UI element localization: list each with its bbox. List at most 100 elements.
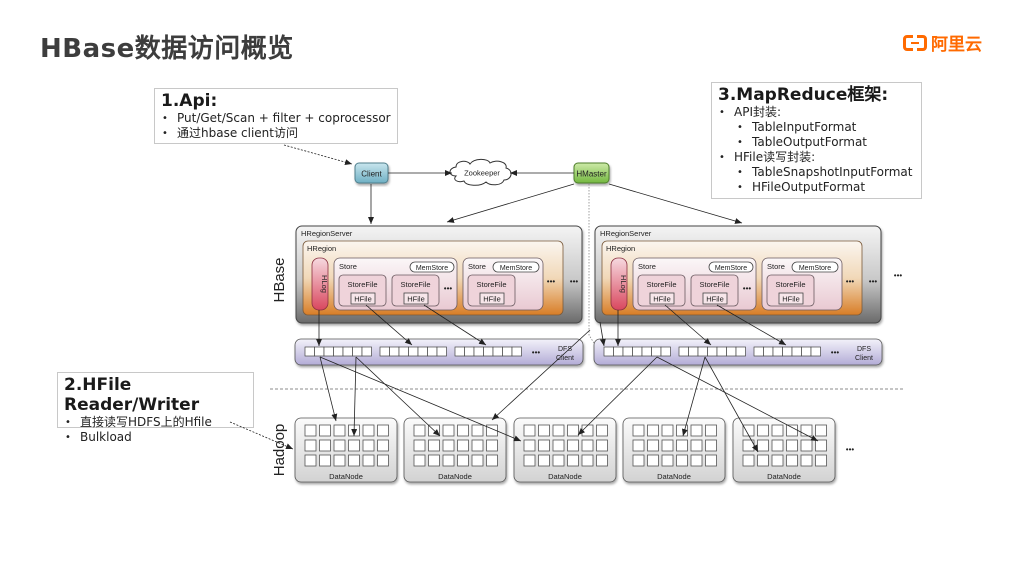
hfile-label: HFile: [354, 295, 372, 304]
datanode-block: [771, 454, 784, 467]
block-cell: [483, 346, 494, 357]
region-label: HRegion: [606, 244, 635, 253]
datanode-block: [442, 424, 455, 437]
block-cell: [379, 346, 390, 357]
more-blocks-ellipsis: •••: [532, 348, 541, 357]
storefile-box: [690, 274, 739, 307]
hfile-note: 2.HFile Reader/Writer 直接读写HDFS上的Hfile Bu…: [57, 372, 254, 445]
block-cell: [408, 346, 419, 357]
datanode-block: [786, 454, 798, 467]
dfs-client-box: [294, 338, 584, 366]
dfs-to-datanode-arrow: [599, 321, 606, 347]
datanode-block: [457, 424, 469, 437]
datanode-block: [552, 424, 565, 437]
store-box: [462, 257, 544, 311]
datanode-block: [428, 424, 440, 437]
hlog-box: [610, 257, 628, 311]
datanode-block: [538, 454, 550, 467]
datanode-box: [513, 417, 617, 483]
datanode-block: [815, 424, 827, 437]
hmaster-node: HMaster: [573, 162, 610, 184]
hmaster-label: HMaster: [576, 170, 607, 179]
datanode-block: [690, 424, 703, 437]
mapreduce-note-subitem: TableInputFormat: [718, 120, 915, 135]
dfs-to-datanode-arrow: [351, 356, 358, 437]
block-cell: [791, 346, 802, 357]
dfs-client-label: Client: [556, 355, 574, 362]
datanode-block: [757, 424, 769, 437]
datanode-block: [771, 424, 784, 437]
block-cell: [753, 346, 764, 357]
datanode: DataNode: [513, 417, 617, 483]
region-box: [601, 240, 863, 316]
storefile-label: StoreFile: [699, 280, 729, 289]
block-cell: [651, 346, 662, 357]
block-cell: [323, 346, 334, 357]
more-stores-ellipsis: •••: [846, 277, 855, 286]
mapreduce-note-subitem: TableSnapshotInputFormat: [718, 165, 915, 180]
cloud-icon: [449, 158, 512, 186]
datanode-block: [333, 454, 346, 467]
dfs-client: ••• DFS Client: [294, 338, 584, 366]
datanode-block: [333, 424, 346, 437]
datanode-block: [428, 454, 440, 467]
block-cell: [352, 346, 363, 357]
datanode-block: [742, 424, 755, 437]
block-cell: [622, 346, 633, 357]
memstore-box: [492, 261, 540, 273]
block-cell: [361, 346, 372, 357]
hfile-label: HFile: [782, 295, 800, 304]
dfs-to-datanode-arrow: [491, 329, 591, 421]
block-cell: [417, 346, 428, 357]
datanode-block: [632, 424, 645, 437]
memstore-label: MemStore: [715, 265, 747, 272]
more-stores-ellipsis: •••: [547, 277, 556, 286]
hfile-box: [479, 292, 505, 305]
region-server-box: [295, 225, 583, 324]
block-cell: [398, 346, 409, 357]
datanode-block: [304, 439, 317, 452]
datanode-block: [377, 439, 389, 452]
mapreduce-note-subitem: TableOutputFormat: [718, 135, 915, 150]
region-server-label: HRegionServer: [600, 229, 652, 238]
hadoop-layer-label: Hadoop: [271, 424, 288, 477]
block-cell: [473, 346, 484, 357]
aliyun-logo: 阿里云: [903, 30, 982, 55]
more-blocks-ellipsis: •••: [831, 348, 840, 357]
block-cell: [772, 346, 783, 357]
datanode-block: [471, 454, 484, 467]
block-cell: [632, 346, 643, 357]
datanode-block: [442, 454, 455, 467]
hfile-label: HFile: [653, 295, 671, 304]
block-cell: [436, 346, 447, 357]
datanode-block: [800, 424, 813, 437]
datanode-block: [471, 439, 484, 452]
datanode-block: [581, 424, 594, 437]
datanode-block: [596, 454, 608, 467]
block-cell: [801, 346, 812, 357]
block-cell: [427, 346, 438, 357]
datanode-block: [552, 454, 565, 467]
datanode-block: [319, 424, 331, 437]
datanode-block: [742, 439, 755, 452]
datanode-block: [786, 439, 798, 452]
datanode-block: [596, 439, 608, 452]
dfs-client-label: DFS: [558, 346, 572, 353]
hfile-note-item: 直接读写HDFS上的Hfile: [64, 415, 247, 430]
hfile-box: [649, 292, 675, 305]
zookeeper-label: Zookeeper: [464, 169, 500, 178]
datanode-block: [567, 439, 579, 452]
datanode: DataNode: [732, 417, 836, 483]
more-servers-ellipsis: •••: [894, 271, 903, 280]
api-note-item: Put/Get/Scan + filter + coprocessor: [161, 111, 391, 126]
block-cell: [603, 346, 614, 357]
datanode-block: [800, 454, 813, 467]
datanode-block: [486, 439, 498, 452]
block-cell: [511, 346, 522, 357]
mapreduce-note-heading: 3.MapReduce框架:: [718, 85, 889, 105]
block-cell: [389, 346, 400, 357]
datanode-block: [676, 424, 688, 437]
block-cell: [660, 346, 671, 357]
datanode-block: [705, 454, 717, 467]
hfile-box: [702, 292, 728, 305]
